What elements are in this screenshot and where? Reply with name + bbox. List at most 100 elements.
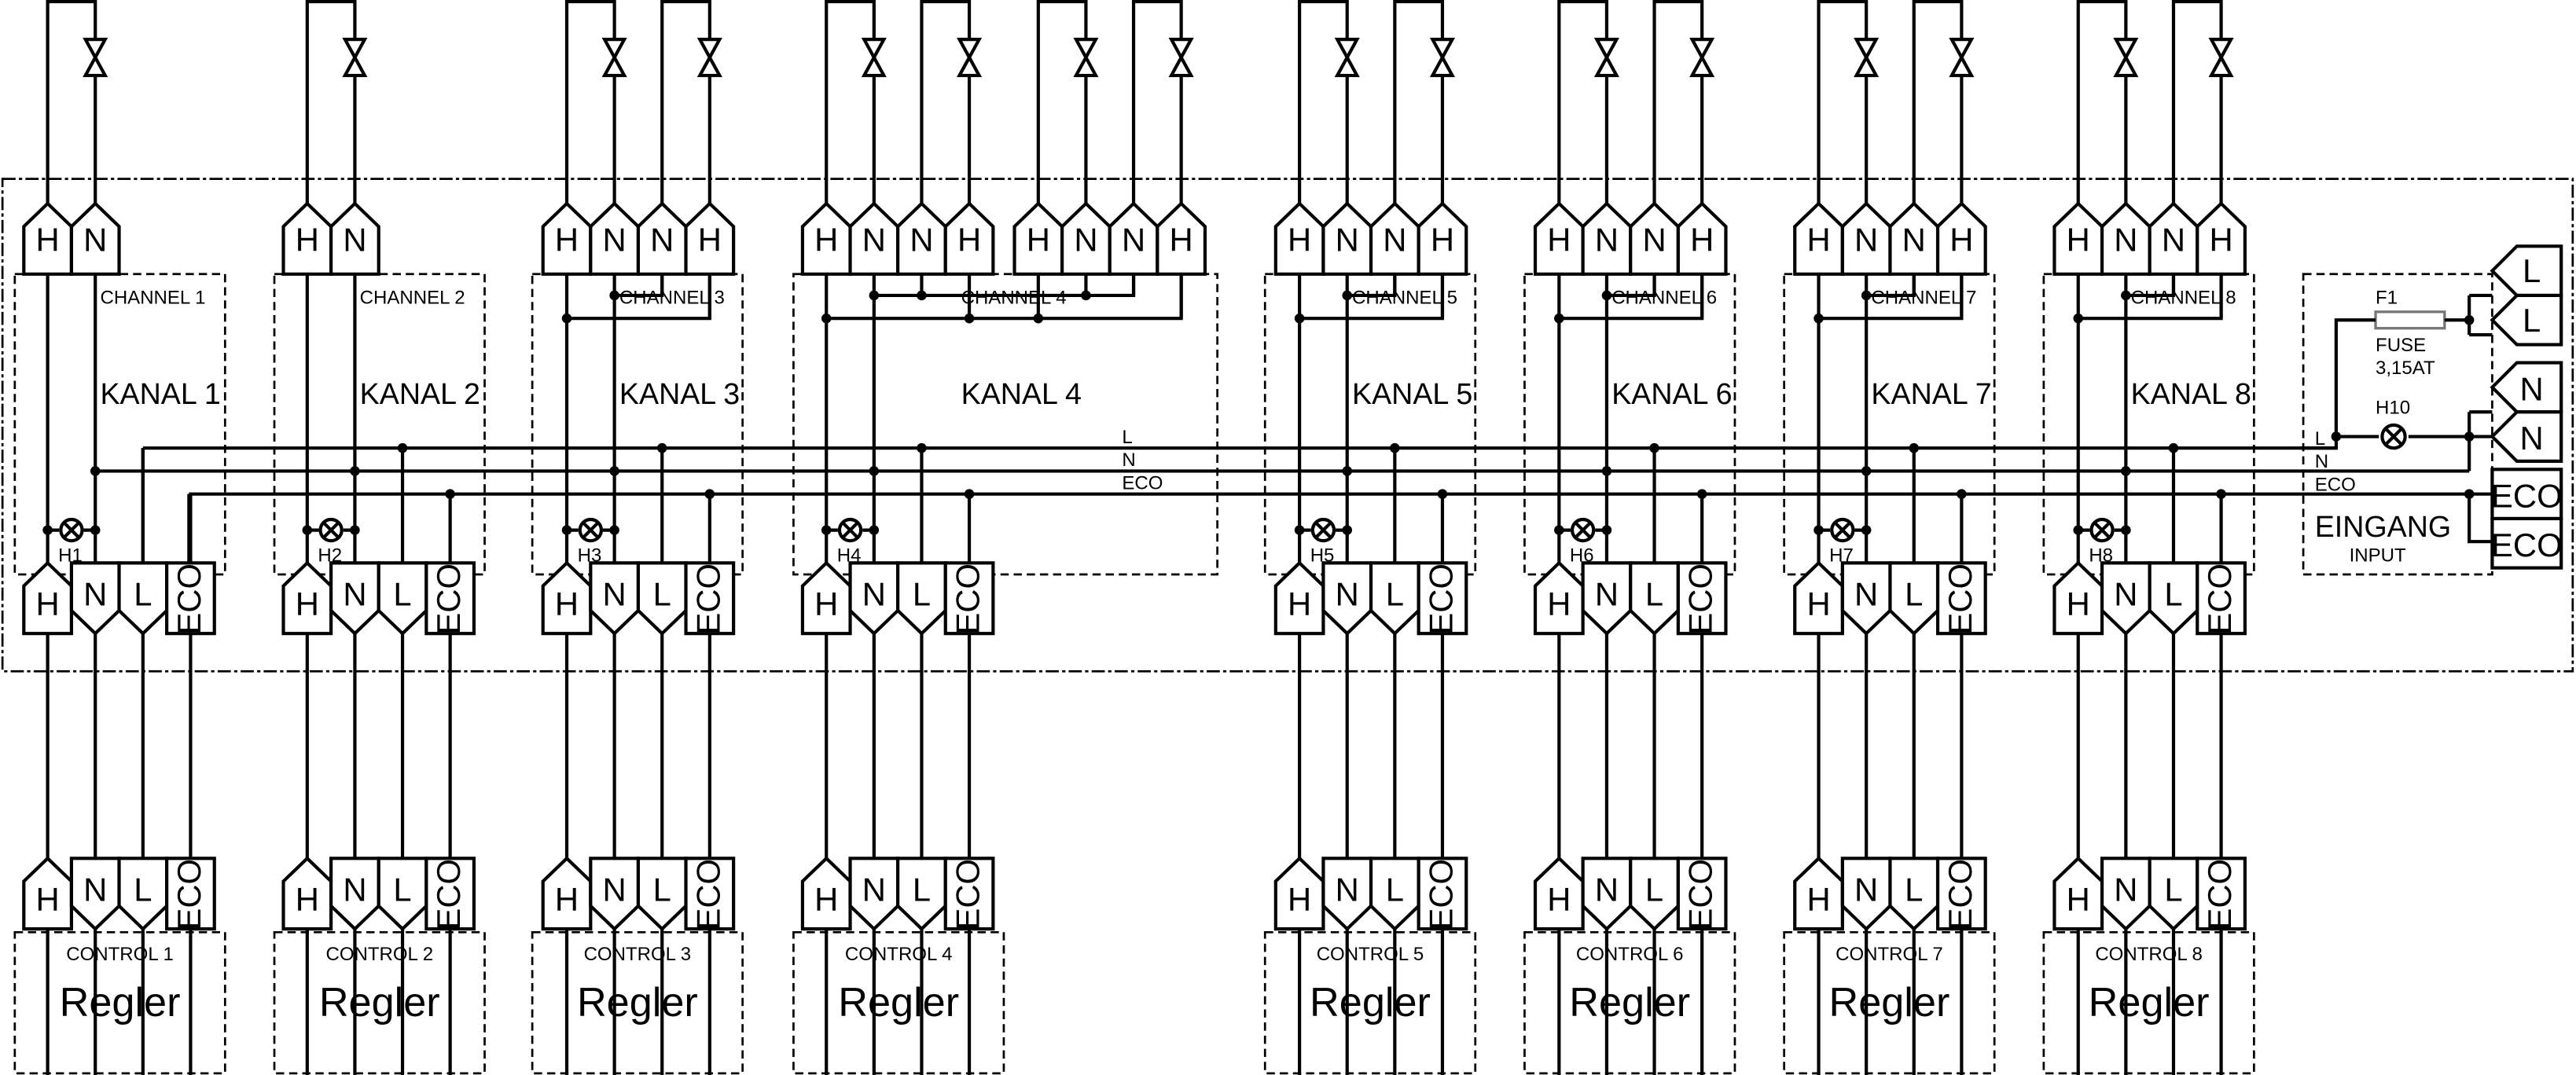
terminal-n[interactable]: N bbox=[2100, 857, 2152, 932]
output-terminal-n[interactable]: N bbox=[1888, 201, 1940, 276]
svg-text:ECO: ECO bbox=[171, 563, 208, 634]
svg-text:H: H bbox=[1547, 585, 1571, 622]
output-terminal-n[interactable]: N bbox=[1629, 201, 1680, 276]
svg-text:H: H bbox=[555, 222, 579, 259]
terminal-n[interactable]: N bbox=[69, 857, 121, 932]
svg-text:N: N bbox=[910, 222, 933, 259]
terminal-eco[interactable]: ECO bbox=[1935, 561, 1987, 636]
terminal-l[interactable]: L bbox=[636, 857, 688, 932]
junction-dot bbox=[609, 525, 619, 535]
svg-text:ECO: ECO bbox=[171, 859, 208, 930]
svg-text:N: N bbox=[1383, 222, 1406, 259]
output-terminal-h[interactable]: H bbox=[1935, 201, 1987, 276]
terminal-eco[interactable]: ECO bbox=[424, 561, 476, 636]
input-terminal-l-1[interactable]: L bbox=[2490, 244, 2563, 298]
output-terminal-h[interactable]: H bbox=[1676, 201, 1728, 276]
terminal-eco[interactable]: ECO bbox=[1935, 857, 1987, 931]
output-terminal-n[interactable]: N bbox=[1840, 201, 1892, 276]
input-terminal-n-1[interactable]: N bbox=[2490, 361, 2563, 414]
terminal-n[interactable]: N bbox=[848, 561, 900, 637]
input-terminal-n-2[interactable]: N bbox=[2490, 410, 2563, 463]
terminal-l[interactable]: L bbox=[2148, 857, 2199, 932]
output-terminal-n[interactable]: N bbox=[589, 201, 641, 276]
terminal-n[interactable]: N bbox=[1840, 857, 1892, 932]
terminal-l[interactable]: L bbox=[117, 857, 169, 932]
terminal-l[interactable]: L bbox=[377, 561, 428, 637]
output-terminal-n[interactable]: N bbox=[848, 201, 900, 276]
terminal-eco[interactable]: ECO bbox=[165, 857, 216, 931]
terminal-l[interactable]: L bbox=[2148, 561, 2199, 637]
regler-label: Regler bbox=[1310, 980, 1431, 1025]
output-terminal-h[interactable]: H bbox=[684, 201, 736, 276]
terminal-eco[interactable]: ECO bbox=[2196, 561, 2247, 636]
terminal-l[interactable]: L bbox=[1888, 561, 1940, 637]
terminal-n[interactable]: N bbox=[329, 857, 380, 932]
junction-dot bbox=[561, 525, 572, 535]
svg-text:H: H bbox=[36, 222, 60, 259]
terminal-n[interactable]: N bbox=[1581, 561, 1633, 637]
svg-text:ECO: ECO bbox=[2491, 526, 2563, 563]
output-terminal-h[interactable]: H bbox=[2196, 201, 2247, 276]
input-terminal-l-2[interactable]: L bbox=[2490, 293, 2563, 347]
terminal-h[interactable]: H bbox=[1273, 560, 1325, 636]
output-terminal-n[interactable]: N bbox=[329, 201, 380, 276]
terminal-eco[interactable]: ECO bbox=[1676, 857, 1728, 931]
output-terminal-n[interactable]: N bbox=[69, 201, 121, 276]
terminal-h[interactable]: H bbox=[800, 856, 852, 931]
terminal-l[interactable]: L bbox=[1629, 561, 1680, 637]
terminal-eco[interactable]: ECO bbox=[1676, 561, 1728, 636]
terminal-eco[interactable]: ECO bbox=[684, 561, 736, 636]
terminal-n[interactable]: N bbox=[1321, 857, 1373, 932]
terminal-eco[interactable]: ECO bbox=[1417, 857, 1468, 931]
terminal-l[interactable]: L bbox=[636, 561, 688, 637]
terminal-eco[interactable]: ECO bbox=[2196, 857, 2247, 931]
terminal-l[interactable]: L bbox=[117, 561, 169, 637]
terminal-n[interactable]: N bbox=[1321, 561, 1373, 637]
svg-text:L: L bbox=[2523, 302, 2541, 339]
junction-dot bbox=[869, 466, 880, 476]
terminal-eco[interactable]: ECO bbox=[684, 857, 736, 931]
terminal-l[interactable]: L bbox=[896, 857, 947, 932]
terminal-l[interactable]: L bbox=[896, 561, 947, 637]
valve-icon bbox=[861, 38, 887, 78]
channel-label: CHANNEL 7 bbox=[1871, 287, 1976, 308]
terminal-n[interactable]: N bbox=[329, 561, 380, 637]
svg-text:H: H bbox=[814, 881, 838, 918]
terminal-eco[interactable]: ECO bbox=[943, 561, 995, 636]
terminal-n[interactable]: N bbox=[848, 857, 900, 932]
output-terminal-n[interactable]: N bbox=[636, 201, 688, 276]
terminal-eco[interactable]: ECO bbox=[1417, 561, 1468, 636]
terminal-n[interactable]: N bbox=[69, 561, 121, 637]
output-terminal-n[interactable]: N bbox=[896, 201, 947, 276]
svg-text:H: H bbox=[296, 222, 319, 259]
terminal-l[interactable]: L bbox=[1888, 857, 1940, 932]
terminal-h[interactable]: H bbox=[22, 856, 74, 931]
terminal-h[interactable]: H bbox=[2052, 560, 2104, 636]
input-terminal-eco-1[interactable]: ECO bbox=[2490, 468, 2563, 521]
terminal-l[interactable]: L bbox=[1369, 857, 1420, 932]
terminal-n[interactable]: N bbox=[589, 561, 641, 637]
terminal-n[interactable]: N bbox=[2100, 561, 2152, 637]
input-terminal-eco-2[interactable]: ECO bbox=[2490, 516, 2563, 570]
terminal-eco[interactable]: ECO bbox=[165, 561, 216, 636]
terminal-l[interactable]: L bbox=[1629, 857, 1680, 932]
output-terminal-h[interactable]: H bbox=[1793, 201, 1844, 276]
output-terminal-h[interactable]: H bbox=[1417, 201, 1468, 276]
svg-text:N: N bbox=[83, 871, 107, 908]
output-terminal-h[interactable]: H bbox=[22, 201, 74, 276]
output-terminal-h[interactable]: H bbox=[1156, 201, 1207, 276]
terminal-eco[interactable]: ECO bbox=[943, 857, 995, 931]
terminal-n[interactable]: N bbox=[1581, 857, 1633, 932]
terminal-h[interactable]: H bbox=[541, 560, 593, 636]
output-terminal-h[interactable]: H bbox=[281, 201, 333, 276]
terminal-eco[interactable]: ECO bbox=[424, 857, 476, 931]
terminal-n[interactable]: N bbox=[1840, 561, 1892, 637]
terminal-l[interactable]: L bbox=[1369, 561, 1420, 637]
output-terminal-n[interactable]: N bbox=[2148, 201, 2199, 276]
output-terminal-h[interactable]: H bbox=[1533, 201, 1585, 276]
terminal-l[interactable]: L bbox=[377, 857, 428, 932]
terminal-n[interactable]: N bbox=[589, 857, 641, 932]
output-terminal-h[interactable]: H bbox=[943, 201, 995, 276]
output-terminal-n[interactable]: N bbox=[1581, 201, 1633, 276]
